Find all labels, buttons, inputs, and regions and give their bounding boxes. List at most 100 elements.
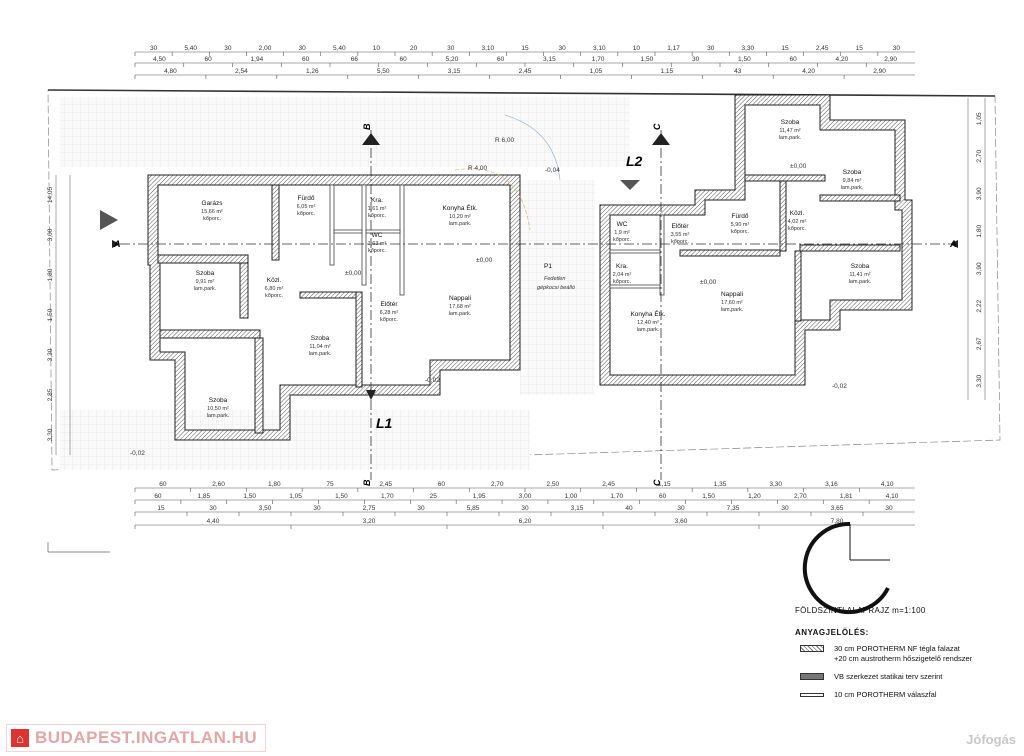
- dimension-label: 5,20: [446, 56, 459, 63]
- dimension-label: 3,15: [448, 68, 461, 75]
- dimension-label: 60: [205, 56, 213, 63]
- dimension-label: 1,70: [610, 493, 623, 500]
- room-area: 3,55 m²: [671, 232, 690, 238]
- dimension-label: 2,45: [816, 45, 829, 52]
- level-mark: ±0,00: [790, 163, 807, 170]
- room-floor: lam.park.: [449, 311, 472, 317]
- dimension-label: 1,05: [590, 68, 603, 75]
- room-name: WC: [617, 221, 628, 228]
- room-name: Kra.: [616, 263, 628, 270]
- room-name: Előtér: [381, 301, 399, 308]
- dimension-label: 20: [410, 45, 418, 52]
- radius-label-1: R 6,00: [495, 137, 515, 144]
- room-floor: kőporc.: [203, 216, 222, 222]
- dimension-label: 4,10: [881, 481, 894, 488]
- dimension-label: 30: [224, 45, 232, 52]
- right-unit-exterior-wall: [599, 94, 913, 386]
- room-area: 9,91 m²: [196, 279, 215, 285]
- level-mark: -0,02: [832, 383, 847, 390]
- dimension-label: 15: [521, 45, 529, 52]
- room-name: Szoba: [196, 270, 215, 277]
- dimension-label: 3,30: [976, 375, 983, 388]
- room-floor: kőporc.: [297, 211, 316, 217]
- room-floor: kőporc.: [368, 248, 387, 254]
- legend-heading: ANYAGJELÖLÉS:: [795, 628, 869, 637]
- dimension-label: 3,30: [47, 348, 54, 361]
- dimension-label: 1,80: [976, 225, 983, 238]
- section-label-c-bottom: C: [652, 479, 662, 486]
- legend-item-concrete: VB szerkezet statikai terv szerint: [800, 672, 942, 682]
- room-area: 1,63 m²: [368, 241, 387, 247]
- room-floor: lam.park.: [779, 135, 802, 141]
- dimension-label: 30: [150, 45, 158, 52]
- dimension-label: 3,30: [47, 428, 54, 441]
- dimension-label: 2,90: [873, 68, 886, 75]
- room-floor: kőporc.: [671, 239, 690, 245]
- section-label-a-left: A: [113, 239, 121, 249]
- dimension-label: 3,10: [482, 45, 495, 52]
- room-name: Szoba: [311, 335, 330, 342]
- room-floor: kőporc.: [788, 226, 807, 232]
- room-area: 1,9 m²: [614, 230, 630, 236]
- room-name: Szoba: [781, 119, 800, 126]
- room-area: 6,05 m²: [297, 204, 316, 210]
- dimension-label: 14,05: [47, 186, 54, 203]
- dimension-label: 15: [157, 505, 165, 512]
- turning-radius-arc: [454, 168, 531, 231]
- room-area: 10,20 m²: [449, 214, 471, 220]
- dimension-label: 5,50: [377, 68, 390, 75]
- dimension-label: 60: [659, 493, 667, 500]
- room-area: 6,80 m²: [265, 286, 284, 292]
- dimension-label: 60: [302, 56, 310, 63]
- street-line: [47, 89, 996, 97]
- room-floor: kőporc.: [265, 293, 284, 299]
- dimension-label: 40: [625, 505, 633, 512]
- dimension-label: 30: [677, 505, 685, 512]
- dimension-label: 1,94: [251, 56, 264, 63]
- dimension-label: 1,50: [702, 493, 715, 500]
- dimension-label: 2,90: [884, 56, 897, 63]
- level-mark: ±0,00: [345, 270, 362, 277]
- dimension-label: 15: [781, 45, 789, 52]
- dimension-label: 30: [893, 45, 901, 52]
- room-name: Szoba: [851, 263, 870, 270]
- dimension-label: 25: [430, 493, 438, 500]
- level-mark: ±0,00: [700, 279, 717, 286]
- dimension-label: 1,80: [47, 268, 54, 281]
- carport-code: P1: [544, 263, 552, 270]
- dimension-label: 30: [692, 56, 700, 63]
- section-marker-l2: [620, 180, 640, 190]
- site-logo[interactable]: ⌂ BUDAPEST.INGATLAN.HU: [6, 724, 267, 752]
- dimension-label: 1,95: [473, 493, 486, 500]
- room-name: Nappali: [721, 291, 743, 298]
- room-area: 4,02 m²: [788, 219, 807, 225]
- room-area: 2,04 m²: [613, 272, 632, 278]
- concrete-swatch-icon: [800, 673, 824, 680]
- room-name: Konyha Étk.: [442, 203, 477, 212]
- room-floor: kőporc.: [368, 213, 387, 219]
- dimension-label: 30: [299, 45, 307, 52]
- dimension-label: 30: [707, 45, 715, 52]
- logo-text: BUDAPEST.INGATLAN.HU: [35, 728, 258, 747]
- room-area: 15,66 m²: [201, 209, 223, 215]
- dimension-label: 1,50: [47, 308, 54, 321]
- dimension-label: 10: [633, 45, 641, 52]
- dimension-label: 3,60: [675, 518, 688, 525]
- dimension-label: 10: [373, 45, 381, 52]
- room-floor: kőporc.: [613, 237, 632, 243]
- dimension-label: 7,80: [831, 518, 844, 525]
